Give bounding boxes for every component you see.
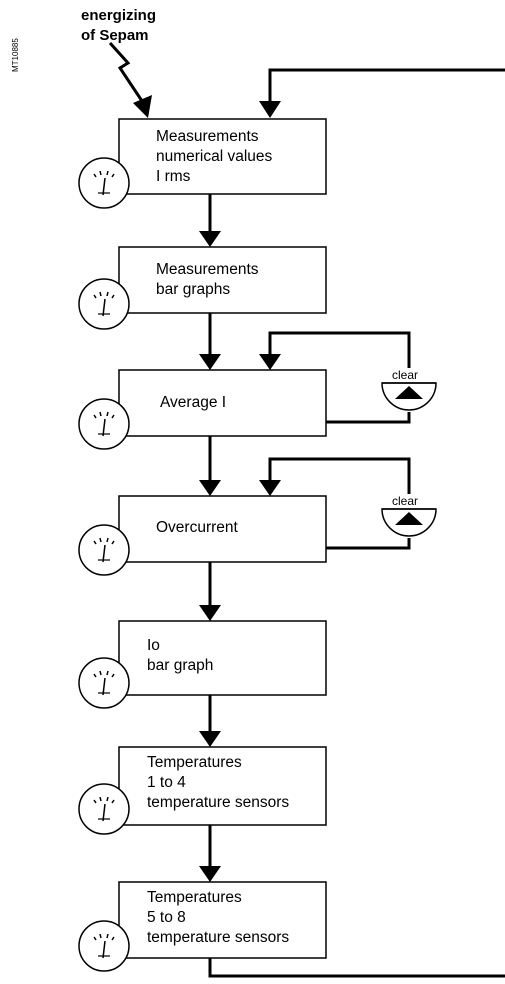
box-rect (118, 369, 327, 437)
box-text-line: numerical values (156, 148, 273, 165)
clear-loop-3: clear (259, 457, 437, 550)
box-measurements-bar-graphs: Measurements bar graphs (78, 246, 327, 330)
arrows-layer (199, 194, 221, 882)
down-arrow-icon (199, 194, 221, 247)
box-text-line: Temperatures (147, 754, 242, 771)
meter-icon (78, 157, 130, 209)
box-text-line: 5 to 8 (147, 909, 186, 926)
meter-icon (78, 783, 130, 835)
lightning-arrow-icon (108, 41, 152, 118)
box-text-line: Io (147, 637, 160, 654)
box-text-line: 1 to 4 (147, 774, 186, 791)
down-arrow-icon (199, 436, 221, 496)
start-label-line-1: energizing (81, 7, 156, 24)
box-rect (118, 118, 327, 195)
meter-icon (78, 524, 130, 576)
box-text-line: temperature sensors (147, 929, 289, 946)
box-rect (118, 246, 327, 314)
box-overcurrent: Overcurrent (78, 495, 327, 576)
box-text-line: Average I (160, 394, 226, 411)
clear-label: clear (392, 368, 418, 382)
box-temperatures-1-4: Temperatures 1 to 4 temperature sensors (78, 746, 327, 835)
box-rect (118, 620, 327, 696)
loop-back-connector (208, 68, 505, 978)
meter-icon (78, 398, 130, 450)
box-average-i: Average I (78, 369, 327, 450)
clear-loop-2: clear (259, 331, 437, 424)
box-text-line: bar graphs (156, 281, 230, 298)
box-rect (118, 495, 327, 563)
down-arrow-icon (199, 313, 221, 370)
box-temperatures-5-8: Temperatures 5 to 8 temperature sensors (78, 881, 327, 972)
box-rect (118, 881, 327, 959)
start-label-line-2: of Sepam (81, 27, 149, 44)
box-text-line: temperature sensors (147, 794, 289, 811)
box-measurements-numerical: Measurements numerical values I rms (78, 118, 327, 209)
box-text-line: Overcurrent (156, 519, 239, 536)
meter-icon (78, 657, 130, 709)
box-text-line: Measurements (156, 128, 259, 145)
clear-label: clear (392, 494, 418, 508)
box-text-line: Temperatures (147, 889, 242, 906)
box-text-line: I rms (156, 168, 191, 185)
doc-id: MT10885 (11, 38, 20, 72)
down-arrow-icon (199, 695, 221, 747)
down-arrow-icon (199, 825, 221, 882)
box-text-line: Measurements (156, 261, 259, 278)
box-io-bar-graph: Io bar graph (78, 620, 327, 709)
box-text-line: bar graph (147, 657, 213, 674)
meter-icon (78, 278, 130, 330)
clear-key-icon: clear (381, 368, 437, 411)
clear-layer: clear clear (259, 331, 437, 550)
clear-key-icon: clear (381, 494, 437, 537)
down-arrow-icon (199, 562, 221, 621)
meter-icon (78, 920, 130, 972)
box-rect (118, 746, 327, 826)
